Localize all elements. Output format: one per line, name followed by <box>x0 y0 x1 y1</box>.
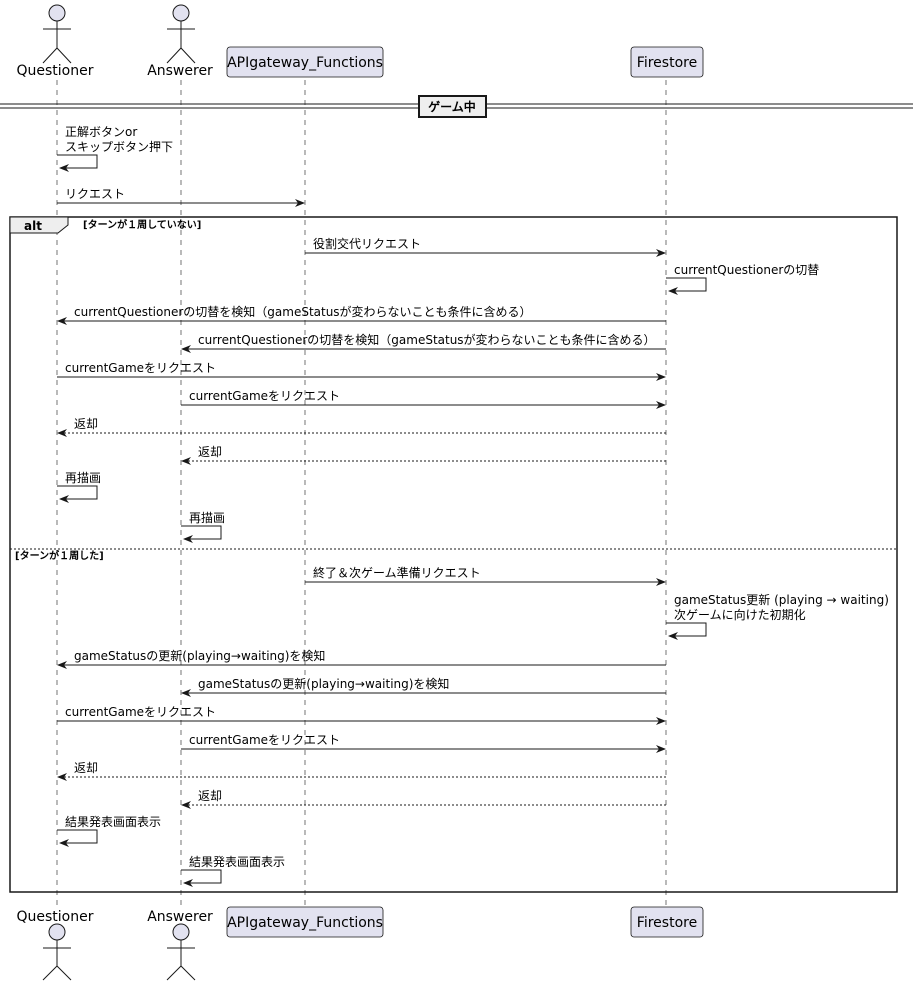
branch1-message-8: 再描画 <box>57 471 101 503</box>
message-label: currentQuestionerの切替を検知（gameStatusが変わらない… <box>74 304 532 319</box>
message-arrow <box>181 525 222 543</box>
branch2-message-0: 終了＆次ゲーム準備リクエスト <box>305 565 666 586</box>
message-label: 結果発表画面表示 <box>189 855 285 869</box>
branch1-message-9: 再描画 <box>181 511 225 543</box>
branch2-message-7: 返却 <box>181 789 666 809</box>
participant-label: APIgateway_Functions <box>227 55 383 71</box>
branch2-message-6: 返却 <box>57 761 666 781</box>
alt-fragment: alt [ターンが１周していない] [ターンが１周した] <box>9 216 898 893</box>
divider-label: ゲーム中 <box>428 99 476 114</box>
participant-label: Firestore <box>637 55 697 71</box>
message-arrow <box>57 829 98 847</box>
message-label: スキップボタン押下 <box>65 140 173 154</box>
branch1-message-5: currentGameをリクエスト <box>181 389 666 409</box>
message-label: currentGameをリクエスト <box>65 361 216 375</box>
message-label: gameStatus更新 (playing → waiting) <box>674 592 889 607</box>
participant-questioner-top: Questioner <box>17 4 94 79</box>
participant-label: APIgateway_Functions <box>227 915 383 931</box>
branch2-message-8: 結果発表画面表示 <box>57 815 161 847</box>
message-label: 返却 <box>198 789 222 803</box>
message-label: gameStatusの更新(playing→waiting)を検知 <box>74 648 325 663</box>
participant-firestore-bottom: Firestore <box>630 906 704 938</box>
participant-api-top: APIgateway_Functions <box>226 46 384 78</box>
message-label: 結果発表画面表示 <box>65 815 161 829</box>
actor-icon <box>166 923 196 981</box>
actor-icon <box>42 4 72 64</box>
message-label: 返却 <box>74 761 98 775</box>
message-label: 返却 <box>74 417 98 431</box>
message-label: currentQuestionerの切替を検知（gameStatusが変わらない… <box>198 332 656 347</box>
message-label: currentQuestionerの切替 <box>674 263 819 277</box>
branch2-message-9: 結果発表画面表示 <box>181 855 285 887</box>
message-label: currentGameをリクエスト <box>189 389 340 403</box>
branch1-message-0: 役割交代リクエスト <box>305 236 666 257</box>
branch2-message-5: currentGameをリクエスト <box>181 733 666 753</box>
branch1-message-1: currentQuestionerの切替 <box>666 263 819 295</box>
message-label: 返却 <box>198 445 222 459</box>
message-label: gameStatusの更新(playing→waiting)を検知 <box>198 676 449 691</box>
message-label: 再描画 <box>65 471 101 485</box>
message-label: 終了＆次ゲーム準備リクエスト <box>313 565 481 580</box>
message-label: 正解ボタンor <box>65 125 137 139</box>
alt-guard-1: [ターンが１周していない] <box>83 218 201 231</box>
message-arrow <box>181 869 222 887</box>
message-arrow <box>57 485 98 503</box>
message-arrow <box>666 622 707 640</box>
branch1-message-7: 返却 <box>181 445 666 465</box>
game-divider: ゲーム中 <box>0 95 913 118</box>
message-label: currentGameをリクエスト <box>65 705 216 719</box>
participant-api-bottom: APIgateway_Functions <box>226 906 384 938</box>
participant-firestore-top: Firestore <box>630 46 704 78</box>
branch2-message-2: gameStatusの更新(playing→waiting)を検知 <box>57 648 666 669</box>
participant-label: Questioner <box>17 909 94 925</box>
branch1-message-2: currentQuestionerの切替を検知（gameStatusが変わらない… <box>57 304 666 325</box>
participant-answerer-bottom: Answerer <box>147 909 213 981</box>
message-label: リクエスト <box>65 187 125 201</box>
alt-guard-2: [ターンが１周した] <box>15 549 104 562</box>
actor-icon <box>42 923 72 981</box>
branch2-message-1: gameStatus更新 (playing → waiting)次ゲームに向けた… <box>666 592 889 640</box>
participant-label: Answerer <box>147 63 213 79</box>
participant-answerer-top: Answerer <box>147 4 213 79</box>
branch2-message-4: currentGameをリクエスト <box>57 705 666 725</box>
message-label: currentGameをリクエスト <box>189 733 340 747</box>
alt-keyword: alt <box>24 219 42 233</box>
branch1-message-4: currentGameをリクエスト <box>57 361 666 381</box>
actor-icon <box>166 4 196 64</box>
participant-label: Answerer <box>147 909 213 925</box>
participant-questioner-bottom: Questioner <box>17 909 94 981</box>
message-arrow <box>57 154 98 172</box>
branch1-message-3: currentQuestionerの切替を検知（gameStatusが変わらない… <box>181 332 666 353</box>
participant-label: Questioner <box>17 63 94 79</box>
branch1-message-6: 返却 <box>57 417 666 437</box>
participant-label: Firestore <box>637 915 697 931</box>
message-arrow <box>666 277 707 295</box>
pre-message-1: リクエスト <box>57 187 305 207</box>
branch2-message-3: gameStatusの更新(playing→waiting)を検知 <box>181 676 666 697</box>
message-label: 再描画 <box>189 511 225 525</box>
messages: 正解ボタンorスキップボタン押下リクエスト役割交代リクエストcurrentQue… <box>57 125 889 887</box>
message-label: 次ゲームに向けた初期化 <box>674 607 806 622</box>
message-label: 役割交代リクエスト <box>313 236 421 251</box>
lifelines <box>56 80 667 905</box>
